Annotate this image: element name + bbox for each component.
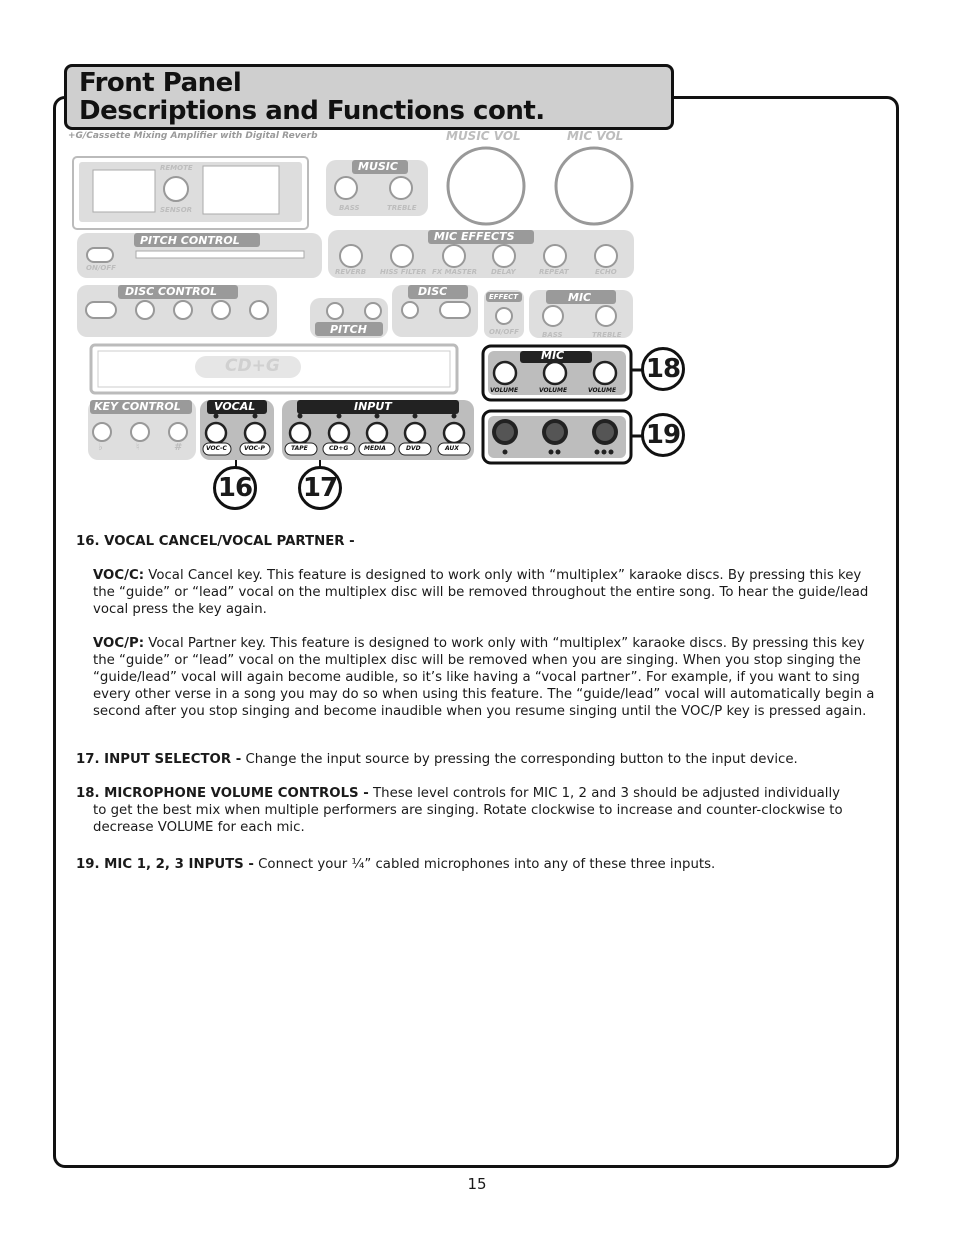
music-vol-label: MUSIC VOL [446,129,521,143]
mic-bass-label: BASS [542,331,563,339]
front-panel-illustration [72,146,642,470]
input-label: INPUT [354,400,392,413]
callout-17: 17 [298,466,342,510]
effect-reverb-label: REVERB [335,268,367,276]
section-18-label: 18. MICROPHONE VOLUME CONTROLS - [76,786,369,801]
voc-c-label: VOC-C [206,445,227,452]
mic-volume-label: MIC [541,349,565,362]
music-bass-label: BASS [339,204,360,212]
effect-repeat-label: REPEAT [539,268,569,276]
mic-tone-label: MIC [568,291,592,304]
vocp-label: VOC/P: [93,636,145,651]
page-number: 15 [467,1175,487,1193]
section-16: 16. VOCAL CANCEL/VOCAL PARTNER - VOC/C: … [76,533,876,720]
music-label: MUSIC [358,160,398,173]
key-sharp: # [174,442,181,453]
music-treble-label: TREBLE [387,204,417,212]
key-natural: ♮ [136,442,140,453]
key-control-label: KEY CONTROL [94,400,181,413]
callout-18: 18 [641,347,685,391]
input-tape-label: TAPE [291,445,308,452]
volume-3-label: VOLUME [588,387,617,394]
panel-subtitle: +G/Cassette Mixing Amplifier with Digita… [68,131,318,141]
pitch-control-label: PITCH CONTROL [140,234,240,247]
section-16-vocp: VOC/P: Vocal Partner key. This feature i… [76,635,876,720]
section-17: 17. INPUT SELECTOR - Change the input so… [76,751,876,768]
section-19-label: 19. MIC 1, 2, 3 INPUTS - [76,857,254,872]
section-17-label: 17. INPUT SELECTOR - [76,752,242,767]
disc-label: DISC [418,285,448,298]
section-16-vocc: VOC/C: Vocal Cancel key. This feature is… [76,567,876,618]
effect-echo-label: ECHO [595,268,617,276]
section-18: 18. MICROPHONE VOLUME CONTROLS - These l… [76,785,876,836]
vocc-text: Vocal Cancel key. This feature is design… [93,568,869,617]
title-banner: Front Panel Descriptions and Functions c… [64,64,674,130]
title-line-1: Front Panel [79,68,242,98]
vocc-label: VOC/C: [93,568,145,583]
callout-19: 19 [641,413,685,457]
disc-control-label: DISC CONTROL [125,285,218,298]
effect-onoff-label: ON/OFF [489,328,519,336]
mic-effects-label: MIC EFFECTS [434,230,515,243]
effect-label: EFFECT [489,293,519,301]
section-17-text: Change the input source by pressing the … [241,752,798,767]
title-line-2: Descriptions and Functions cont. [79,96,545,126]
effect-delay-label: DELAY [491,268,516,276]
section-18-text-1: These level controls for MIC 1, 2 and 3 … [368,786,841,801]
effect-hiss-label: HISS FILTER [380,268,427,276]
section-16-heading: 16. VOCAL CANCEL/VOCAL PARTNER - [76,534,355,549]
voc-p-label: VOC-P [244,445,265,452]
input-cdg-label: CD+G [329,445,349,452]
volume-2-label: VOLUME [539,387,568,394]
key-flat: ♭ [98,442,103,453]
section-19-text: Connect your ¼” cabled microphones into … [253,857,716,872]
pitch-onoff-label: ON/OFF [86,264,116,272]
mic-vol-label: MIC VOL [567,129,624,143]
input-dvd-label: DVD [406,445,421,452]
pitch-label: PITCH [330,323,367,336]
section-18-text-2: to get the best mix when multiple perfor… [93,803,843,835]
remote-label: REMOTE [160,164,193,172]
mic-treble-label: TREBLE [592,331,622,339]
display-logo: CD+G [225,356,280,376]
input-media-label: MEDIA [364,445,386,452]
sensor-label: SENSOR [160,206,193,214]
vocp-text: Vocal Partner key. This feature is desig… [93,636,875,719]
callout-16: 16 [213,466,257,510]
input-aux-label: AUX [445,445,459,452]
vocal-label: VOCAL [214,400,256,413]
volume-1-label: VOLUME [490,387,519,394]
section-19: 19. MIC 1, 2, 3 INPUTS - Connect your ¼”… [76,856,876,873]
effect-fxmaster-label: FX MASTER [432,268,477,276]
page-title: Front Panel Descriptions and Functions c… [79,69,545,125]
